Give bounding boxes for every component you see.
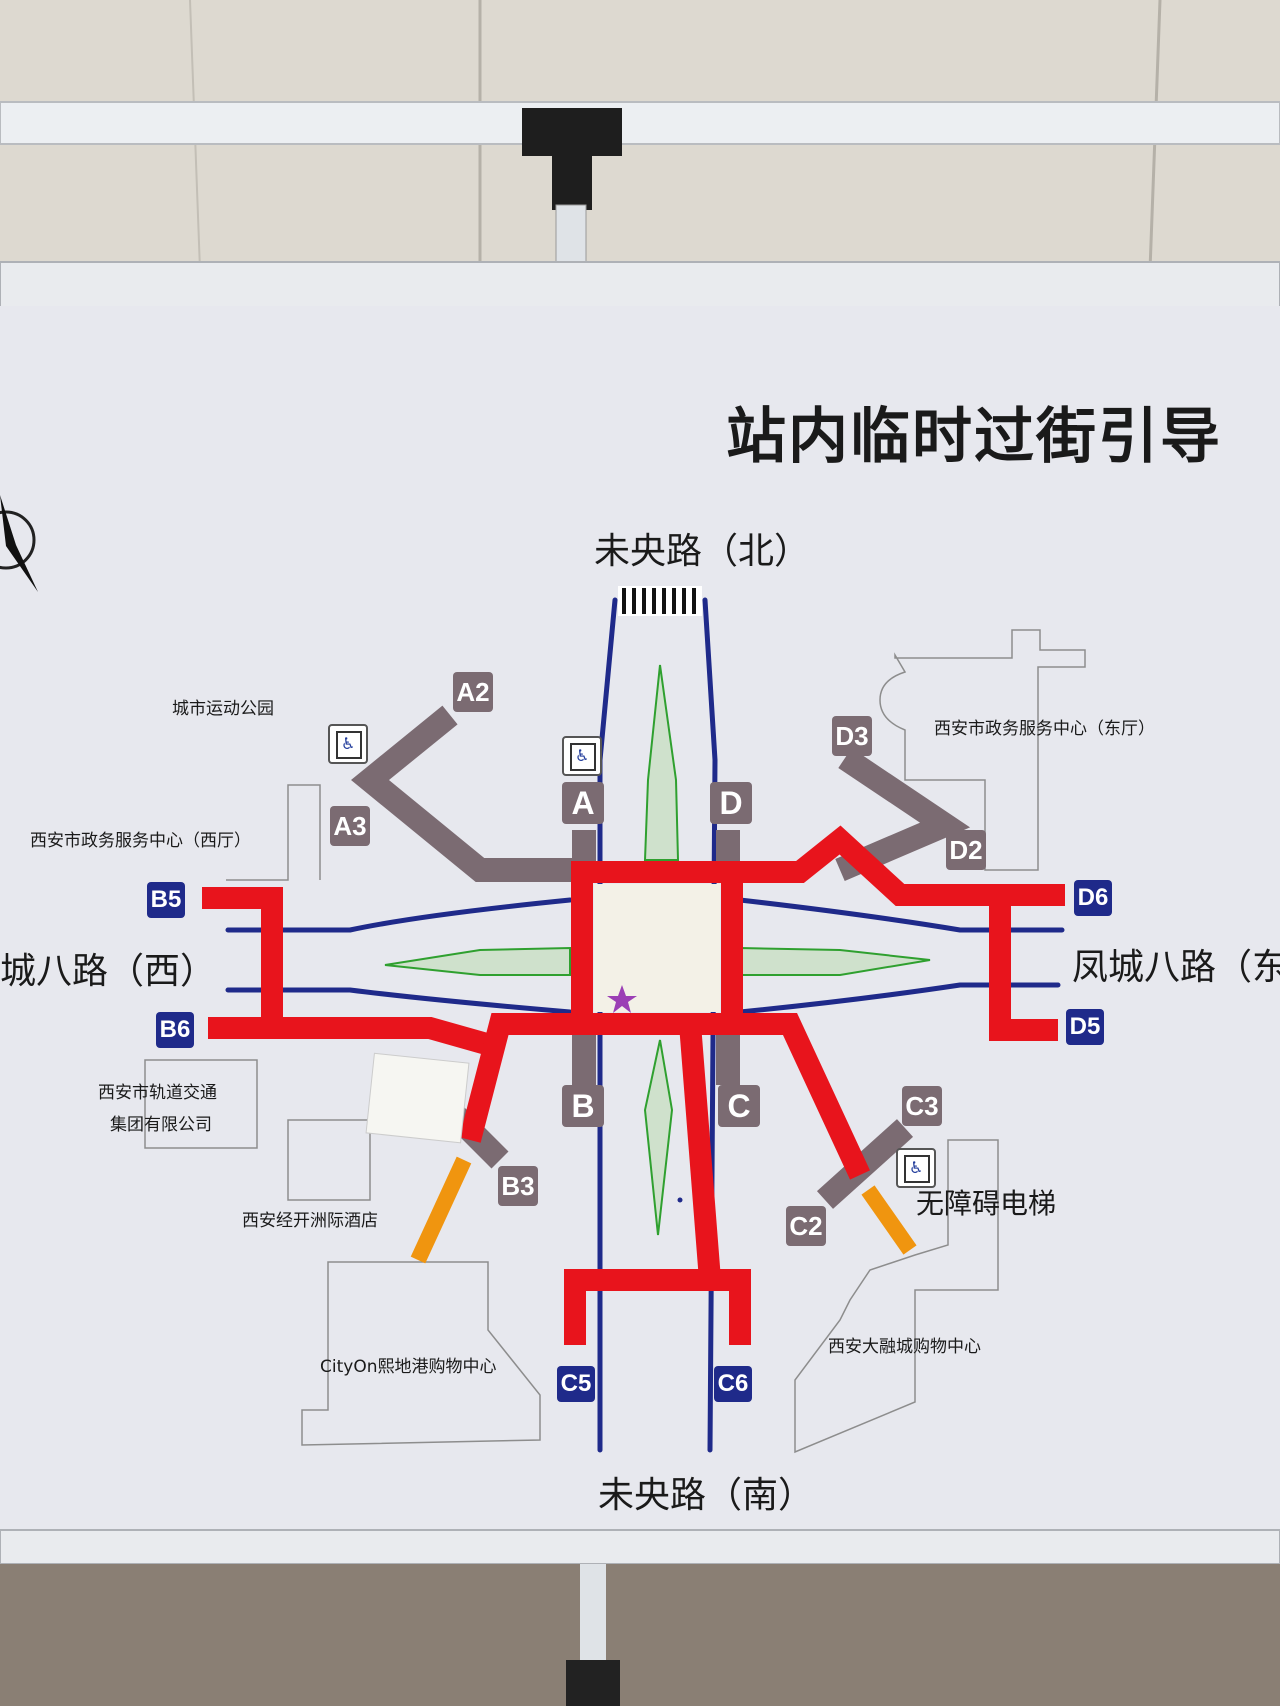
temp-routes <box>410 1156 917 1264</box>
darong-outline <box>794 1139 999 1454</box>
cityon-outline <box>301 1261 541 1446</box>
building-darong: 西安大融城购物中心 <box>828 1337 981 1357</box>
building-cityon: CityOn熙地港购物中心 <box>320 1357 497 1377</box>
map-title: 站内临时过街引导 <box>726 402 1222 472</box>
exit-a3-badge: A3 <box>330 806 370 846</box>
route-south <box>679 1023 721 1281</box>
concourse-area <box>594 884 720 1012</box>
exit-d2-badge: D2 <box>946 830 986 870</box>
exit-c-badge: C <box>718 1085 760 1127</box>
board-top-frame <box>0 261 1280 309</box>
exit-a2-badge: A2 <box>453 672 493 712</box>
exit-b-badge: B <box>562 1085 604 1127</box>
floor <box>0 1564 1280 1706</box>
wall-tiles <box>0 0 1280 300</box>
median-north <box>643 664 680 861</box>
road-label-west: 城八路（西） <box>0 951 217 992</box>
road-label-north: 未央路（北） <box>594 531 811 572</box>
exit-d5-badge: D5 <box>1066 1009 1104 1045</box>
road-label-south: 未央路（南） <box>598 1475 815 1516</box>
exit-c3-badge: C3 <box>902 1086 942 1126</box>
route-to-b6 <box>208 1017 493 1056</box>
board-bottom-frame <box>0 1529 1280 1565</box>
building-gov-east: 西安市政务服务中心（东厅） <box>934 719 1155 739</box>
exit-d-badge: D <box>710 782 752 824</box>
accessible-elevator-label: 无障碍电梯 <box>916 1187 1057 1220</box>
passage-d3-d2 <box>835 748 971 882</box>
exit-c5-badge: C5 <box>557 1366 595 1402</box>
route-to-d5 <box>989 895 1058 1041</box>
median-west <box>384 946 571 976</box>
rail-clamp <box>522 108 622 156</box>
temp-route-west <box>410 1156 472 1264</box>
building-gov-west: 西安市政务服务中心（西厅） <box>30 831 251 851</box>
route-to-b5 <box>202 887 283 1028</box>
gov-west-outline <box>226 784 321 881</box>
temp-route-east <box>861 1185 917 1255</box>
crosswalk-north <box>618 586 702 616</box>
median-south <box>643 1039 674 1236</box>
route-to-d6 <box>732 825 1065 906</box>
covered-patch <box>365 1052 470 1144</box>
building-park: 城市运动公园 <box>172 699 274 719</box>
top-rail <box>0 101 1280 145</box>
exit-a-badge: A <box>562 782 604 824</box>
red-route <box>202 825 1065 1345</box>
building-hotel: 西安经开洲际酒店 <box>242 1211 378 1231</box>
compass-north-arrow-icon <box>0 495 38 592</box>
route-east-diag <box>732 1013 870 1180</box>
exit-b6-badge: B6 <box>156 1012 194 1048</box>
exit-c6-badge: C6 <box>714 1366 752 1402</box>
route-to-c5-c6 <box>564 1269 751 1345</box>
medians <box>384 664 931 1236</box>
gov-east-outline <box>879 629 1086 871</box>
exit-c2-badge: C2 <box>786 1206 826 1246</box>
road-label-east: 凤城八路（东 <box>1072 947 1280 988</box>
hotel-outline <box>287 1119 371 1201</box>
exit-b5-badge: B5 <box>147 882 185 918</box>
exit-d3-badge: D3 <box>832 716 872 756</box>
exit-d6-badge: D6 <box>1074 880 1112 916</box>
passage-a2-a3 <box>351 705 575 882</box>
accessible-elevator-icon <box>896 1148 936 1188</box>
route-concourse <box>571 861 743 1035</box>
accessible-elevator-icon <box>562 736 602 776</box>
current-location-star-icon <box>607 985 637 1013</box>
building-metro-group-line1: 西安市轨道交通 <box>98 1083 217 1103</box>
metro-group-outline <box>144 1059 258 1149</box>
building-metro-group-line2: 集团有限公司 <box>110 1115 212 1135</box>
exit-b3-badge: B3 <box>498 1166 538 1206</box>
route-west-link <box>459 1013 582 1143</box>
accessible-elevator-icon <box>328 724 368 764</box>
